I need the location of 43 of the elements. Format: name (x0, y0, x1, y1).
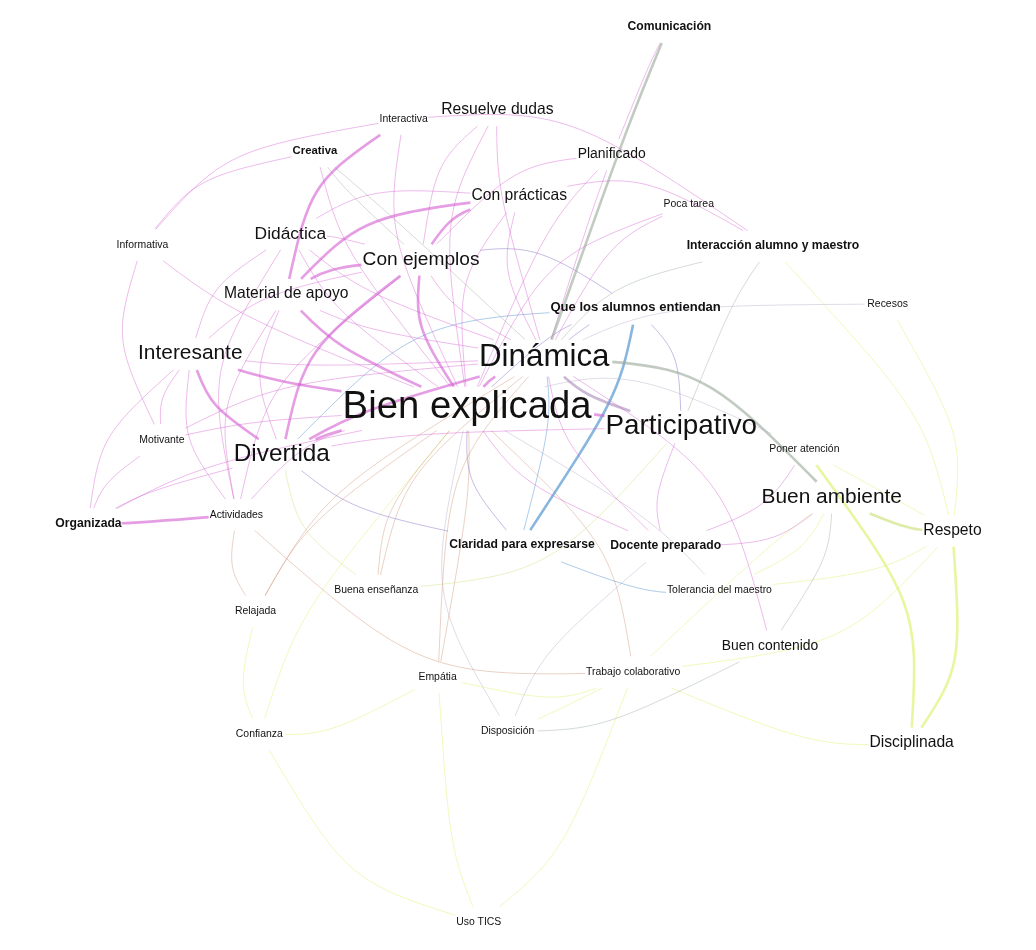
node-text: Relajada (234, 605, 276, 617)
node-text: Resuelve dudas (440, 100, 554, 118)
node-text: Disciplinada (868, 733, 954, 751)
connector (184, 363, 478, 429)
connector (264, 376, 515, 596)
node-text: Creativa (292, 143, 337, 156)
node-text: Poca tarea (662, 197, 714, 209)
node-text: Motivante (138, 433, 185, 445)
connector (543, 378, 772, 434)
node-text: Actividades (209, 508, 263, 520)
node-text: Interactiva (379, 112, 428, 124)
connector (593, 413, 605, 418)
node-text: Planificado (577, 145, 646, 162)
node-text: Didáctica (254, 222, 326, 243)
node-text: Bien explicada (342, 383, 592, 427)
node-text: Organizada (54, 515, 122, 530)
connector (481, 375, 496, 388)
node-text: Buena enseñanza (333, 584, 418, 596)
connector (572, 376, 767, 631)
node-text: Con ejemplos (362, 247, 480, 269)
node-text: Disposición (480, 725, 534, 737)
node-text: Divertida (233, 438, 330, 466)
node-text: Recesos (866, 297, 908, 309)
node-text: Que los alumnos entiendan (549, 299, 721, 315)
node-text: Informativa (116, 238, 168, 250)
node-text: Tolerancia del maestro (666, 583, 772, 595)
node-text: Material de apoyo (223, 284, 348, 302)
node-text: Buen contenido (721, 636, 818, 653)
node-text: Interacción alumno y maestro (686, 237, 859, 252)
node-text: Trabajo colaborativo (585, 666, 680, 678)
node-text: Confianza (235, 727, 283, 739)
node-text: Interesante (137, 340, 243, 364)
node-text: Con prácticas (470, 186, 567, 204)
node-text: Comunicación (626, 18, 711, 33)
node-text: Participativo (605, 409, 757, 441)
node-text: Buen ambiente (761, 484, 902, 508)
node-text: Respeto (922, 520, 982, 538)
node-text: Uso TICS (455, 916, 501, 928)
node-text: Empátia (417, 671, 457, 682)
node-text: Poner atención (768, 442, 839, 454)
node-text: Dinámica (478, 337, 610, 373)
node-text: Claridad para expresarse (448, 537, 595, 552)
node-text: Docente preparado (609, 537, 721, 552)
